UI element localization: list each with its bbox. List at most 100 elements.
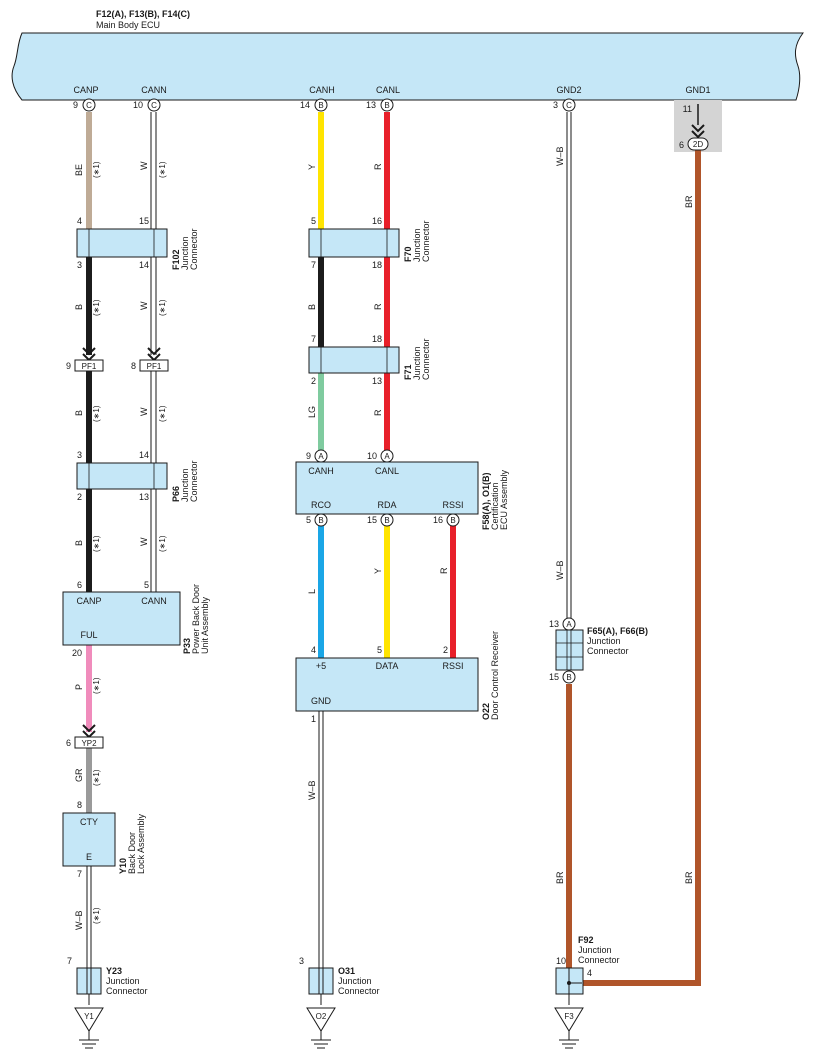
wire-note: (∗1) bbox=[158, 535, 167, 552]
wire-label-wb: W–B bbox=[555, 560, 565, 580]
wire-note: (∗1) bbox=[158, 405, 167, 422]
f71-pin-bot-1: 2 bbox=[311, 376, 316, 386]
main-ecu-body bbox=[11, 32, 804, 101]
f58-pin-circle-canh bbox=[314, 449, 328, 463]
p66-pin-bot-1: 2 bbox=[77, 492, 82, 502]
wire-label-lg: LG bbox=[307, 406, 317, 418]
junction-f71-box bbox=[308, 346, 400, 374]
wire-label-wb: W–B bbox=[307, 780, 317, 800]
pf1-label-1: PF1 bbox=[82, 362, 97, 371]
pin-conn-canl: B bbox=[384, 101, 389, 110]
ground-icon bbox=[74, 1007, 104, 1032]
f71-name-1: Junction bbox=[412, 346, 422, 380]
inline-pf1: PF1 9 PF1 8 bbox=[66, 347, 169, 372]
wire-note: (∗1) bbox=[92, 907, 101, 924]
pin-num-gnd1: 11 bbox=[683, 104, 692, 114]
gnd1-inline-connector: 2D 6 bbox=[679, 124, 709, 151]
f58-pin-circle-canl bbox=[380, 449, 394, 463]
wire-label-r: R bbox=[373, 409, 383, 416]
wire-label-br: BR bbox=[555, 871, 565, 884]
terminal-canl: CANL bbox=[376, 85, 400, 95]
pin-circle-canp bbox=[82, 98, 96, 112]
f58-box bbox=[295, 461, 479, 515]
f70-name-2: Connector bbox=[421, 220, 431, 262]
pin-num-gnd2: 3 bbox=[553, 100, 558, 110]
pin-circle-canh bbox=[314, 98, 328, 112]
wire-note: (∗1) bbox=[92, 535, 101, 552]
f58-name-1: Certification bbox=[490, 482, 500, 530]
f102-pin-top-2: 15 bbox=[139, 216, 149, 226]
pin-num-cann: 10 bbox=[133, 100, 143, 110]
f65-pin-circle-b bbox=[562, 670, 576, 684]
f58-pin-canh: 9 bbox=[306, 451, 311, 461]
f65-pin-13: 13 bbox=[549, 619, 559, 629]
f65-junction: A 13 B 15 F65(A), F66(B) Junction Connec… bbox=[549, 617, 648, 684]
o31-box bbox=[308, 967, 334, 995]
y10-term-e: E bbox=[86, 852, 92, 862]
p33-term-ful: FUL bbox=[80, 630, 97, 640]
f58-pin-circle-rda bbox=[380, 513, 394, 527]
o31-code: O31 bbox=[338, 966, 355, 976]
wires bbox=[86, 104, 701, 986]
junction-f102: 4 15 3 14 F102 Junction Connector bbox=[76, 216, 199, 270]
main-ecu-pins: C 9 C 10 B 14 B 13 C 3 11 bbox=[73, 98, 692, 114]
yp2-box bbox=[74, 736, 104, 749]
f58-conn-canh: A bbox=[318, 452, 324, 461]
f58-name-2: ECU Assembly bbox=[499, 469, 509, 530]
f71-pin-bot-2: 13 bbox=[372, 376, 382, 386]
wire-label-w: W bbox=[139, 407, 149, 416]
pin-conn-gnd2: C bbox=[566, 101, 572, 110]
f102-pin-bot-1: 3 bbox=[77, 260, 82, 270]
pin-conn-canh: B bbox=[318, 101, 323, 110]
o22-pin-2: 2 bbox=[443, 645, 448, 655]
connector-2d-label: 2D bbox=[693, 140, 703, 149]
y10-pin-7: 7 bbox=[77, 869, 82, 879]
o22-box bbox=[295, 657, 479, 712]
pf1-pin-1: 9 bbox=[66, 361, 71, 371]
chevron-down-icon bbox=[691, 124, 705, 133]
splice-dot bbox=[567, 981, 571, 985]
pin-circle-gnd2 bbox=[562, 98, 576, 112]
chevron-down-icon bbox=[147, 347, 161, 356]
f58-pin-rco: 5 bbox=[306, 515, 311, 525]
wire-color-labels: BE (∗1) B (∗1) B (∗1) B (∗1) P (∗1) GR (… bbox=[74, 146, 694, 930]
terminal-cann: CANN bbox=[141, 85, 167, 95]
pin-circle-canl bbox=[380, 98, 394, 112]
main-ecu-terminal-labels: CANP CANN CANH CANL GND2 GND1 bbox=[73, 85, 710, 95]
pf1-box-2 bbox=[139, 359, 169, 372]
f65-conn-a: A bbox=[566, 620, 572, 629]
o22-name-1: Door Control Receiver bbox=[490, 631, 500, 720]
f92-name-2: Connector bbox=[578, 955, 620, 965]
wire-label-wb: W–B bbox=[74, 910, 84, 930]
f58-pin-rda: 15 bbox=[367, 515, 377, 525]
pin-circle-cann bbox=[147, 98, 161, 112]
pf1-box-1 bbox=[74, 359, 104, 372]
f58-pin-circle-rco bbox=[314, 513, 328, 527]
f58-code: F58(A), O1(B) bbox=[481, 472, 491, 530]
o22-pin-1: 1 bbox=[311, 714, 316, 724]
f65-box bbox=[555, 629, 584, 671]
main-ecu-code: F12(A), F13(B), F14(C) bbox=[96, 9, 190, 19]
o31-name-1: Junction bbox=[338, 976, 372, 986]
p33-pin-5: 5 bbox=[144, 580, 149, 590]
wire-label-b: B bbox=[74, 304, 84, 310]
o31-junction: 3 O31 Junction Connector O2 bbox=[299, 956, 380, 1049]
p33-code: P33 bbox=[182, 638, 192, 654]
main-body-ecu: F12(A), F13(B), F14(C) Main Body ECU CAN… bbox=[11, 9, 804, 101]
o31-pin: 3 bbox=[299, 956, 304, 966]
y10-back-door-lock: CTY E 8 7 Y10 Back Door Lock Assembly bbox=[62, 800, 146, 879]
f58-term-canl: CANL bbox=[375, 466, 399, 476]
f102-pin-bot-2: 14 bbox=[139, 260, 149, 270]
y10-box bbox=[62, 812, 116, 867]
junction-f102-box bbox=[76, 228, 168, 258]
chevron-down-icon bbox=[82, 724, 96, 733]
f71-pin-top-1: 7 bbox=[311, 334, 316, 344]
f58-conn-rco: B bbox=[318, 516, 323, 525]
f65-name-2: Connector bbox=[587, 646, 629, 656]
f102-name-2: Connector bbox=[189, 228, 199, 270]
f102-code: F102 bbox=[171, 249, 181, 270]
main-ecu-name: Main Body ECU bbox=[96, 20, 160, 30]
f65-name-1: Junction bbox=[587, 636, 621, 646]
o22-term-rssi: RSSI bbox=[442, 661, 463, 671]
connector-2d-oval bbox=[687, 137, 709, 151]
